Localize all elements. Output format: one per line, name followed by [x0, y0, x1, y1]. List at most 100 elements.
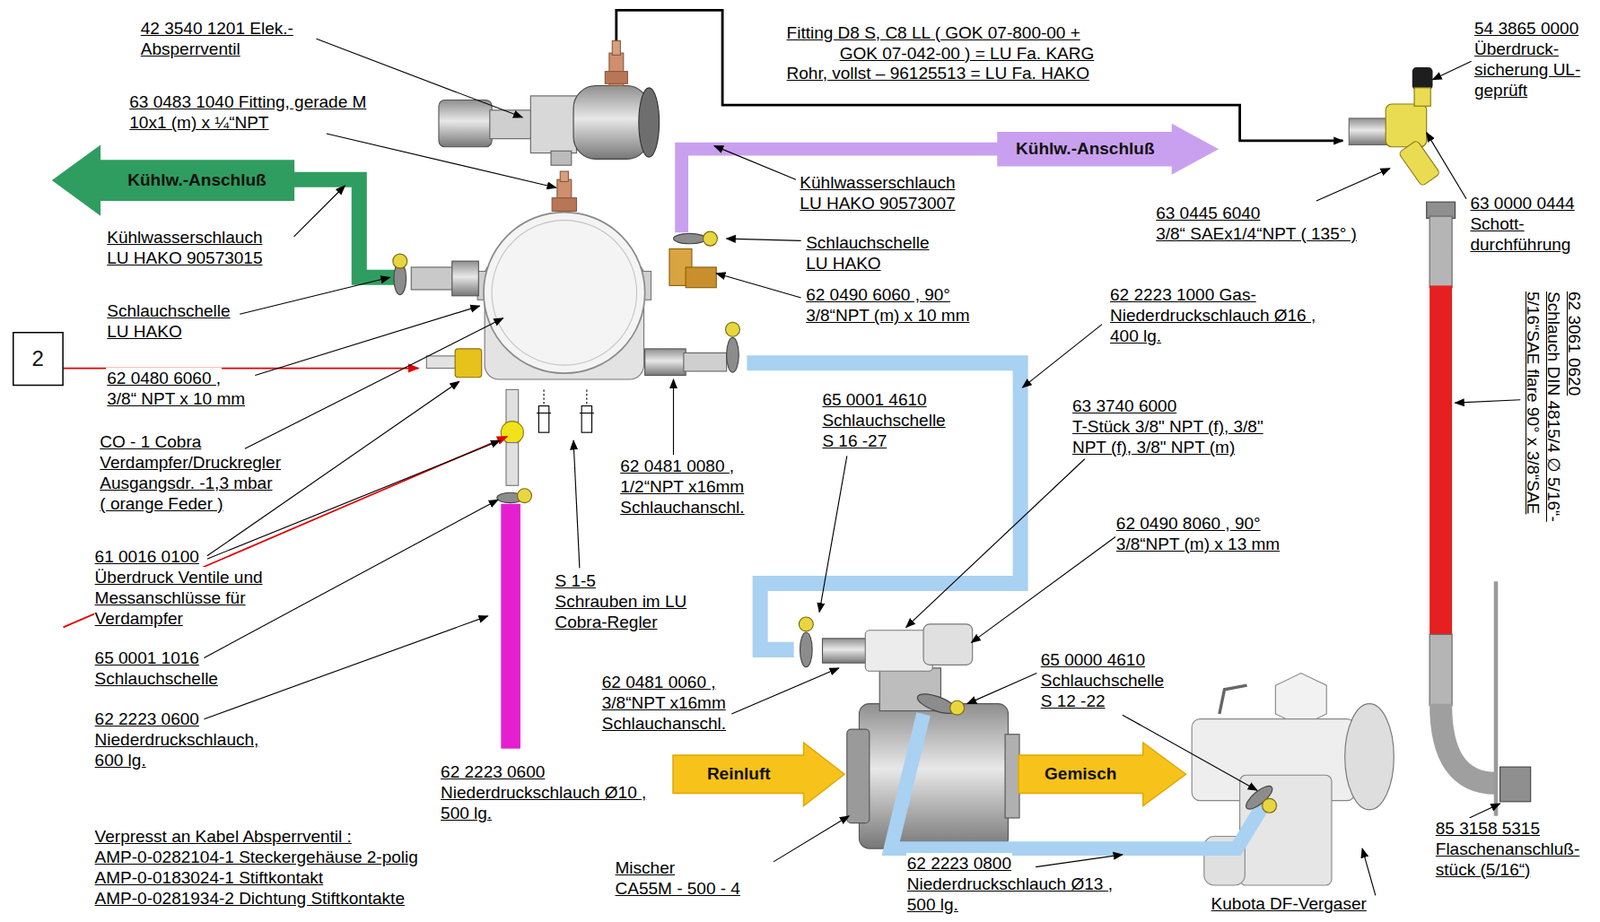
leader-line — [773, 816, 849, 863]
label-line: Kubota DF-Vergaser — [1210, 893, 1368, 915]
gas-hose — [1429, 285, 1452, 638]
node-label: Reinluft — [707, 764, 771, 785]
vaporizer — [517, 489, 533, 504]
label-line: stück (5/16“) — [1434, 859, 1532, 881]
part-label: 65 0001 1016 Schlauchschelle — [94, 647, 219, 690]
hose — [891, 690, 1277, 849]
label-line: 62 0481 0080 , — [619, 455, 735, 477]
shutoff-valve — [438, 41, 660, 167]
gas-hose — [1429, 216, 1452, 289]
label-line: Überdruck- — [1473, 38, 1560, 60]
label-line: 3/8“ NPT x 10 mm — [105, 388, 246, 410]
mixer — [822, 638, 868, 664]
part-label: S 1-5 Schrauben im LU Cobra-Regler — [553, 570, 688, 633]
part-label: 62 2223 0800 Niederdruckschlauch Ø13 , 5… — [906, 853, 1114, 916]
part-label: 62 0481 0060 , 3/8“NPT x16mm Schlauchans… — [601, 672, 727, 735]
leader-line — [239, 277, 390, 315]
relief-valve — [1414, 87, 1431, 106]
leader-line — [1035, 855, 1123, 868]
label-line: LU HAKO — [105, 321, 183, 342]
node-text: Reinluft — [673, 743, 805, 807]
flow-arrow: Reinluft — [673, 743, 845, 807]
hose — [293, 179, 396, 278]
label-line: 3/8“ SAEx1/4“NPT ( 135° ) — [1154, 223, 1358, 245]
part-label: 65 0000 4610 Schlauchschelle S 12 -22 — [1040, 649, 1165, 712]
node-label: Kühlw.-Anschluß — [1015, 139, 1155, 159]
shutoff-valve — [604, 71, 628, 85]
label-line: 62 2223 0800 — [906, 853, 1013, 875]
label-line: 65 0001 1016 — [94, 647, 201, 669]
vaporizer — [543, 389, 545, 406]
label-line: 65 0001 4610 — [821, 389, 927, 411]
coolant-port-arrow: Kühlw.-Anschluß — [52, 146, 294, 215]
part-label: 54 3865 0000 Überdruck- sicherung UL- ge… — [1473, 17, 1582, 101]
flow-arrow: Gemisch — [1018, 743, 1186, 807]
hose — [950, 700, 965, 716]
shutoff-valve — [612, 41, 621, 56]
relief-valve — [1398, 139, 1441, 187]
mixer — [1005, 734, 1020, 819]
label-line: Niederdruckschlauch Ø16 , — [1109, 305, 1317, 326]
hose — [746, 363, 1021, 651]
label-line: Schlauchanschl. — [619, 497, 745, 518]
part-label: Rohr, vollst – 96125513 = LU Fa. HAKO — [786, 62, 1091, 84]
label-line: Schrauben im LU — [553, 591, 688, 613]
label-line: Schlauch DIN 4815/4 ∅ 5/16“- — [1543, 290, 1565, 524]
label-line: Verdampfer/Druckregler — [98, 452, 282, 473]
vaporizer — [491, 220, 637, 366]
carburetor — [1275, 673, 1327, 727]
label-line: LU HAKO 90573015 — [105, 247, 263, 269]
label-line: 3/8“NPT (m) x 10 mm — [804, 305, 971, 326]
label-line: Überdruck Ventile und — [94, 567, 264, 588]
label-line: LU HAKO — [804, 253, 882, 274]
vaporizer — [683, 352, 727, 371]
label-line: Niederdruckschlauch Ø10 , — [439, 782, 647, 804]
part-label: 85 3158 5315 Flaschenanschluß- stück (5/… — [1434, 818, 1582, 881]
part-label: 63 0000 0444 Schott- durchführung — [1468, 192, 1575, 255]
leader-line — [293, 185, 345, 237]
label-line: Schlauchschelle — [94, 668, 219, 690]
part-label: Kühlwasserschlauch LU HAKO 90573015 — [105, 227, 263, 269]
label-line: 62 0490 8060 , 90° — [1115, 513, 1262, 534]
node-label: Gemisch — [1044, 764, 1117, 785]
label-line: 1/2“NPT x16mm — [619, 476, 745, 498]
vaporizer — [585, 389, 587, 406]
vaporizer — [538, 406, 549, 434]
part-label: 65 0001 4610 Schlauchschelle S 16 -27 — [821, 389, 946, 452]
vaporizer — [702, 231, 717, 246]
vaporizer — [506, 389, 519, 422]
label-line: Verdampfer — [94, 608, 184, 630]
label-line: 5/16“SAE flare 90° x 3/8“SAE — [1522, 290, 1544, 516]
hose — [500, 504, 521, 750]
relief-valve — [1348, 67, 1441, 187]
part-label: 62 0490 8060 , 90° 3/8“NPT (m) x 13 mm — [1115, 513, 1281, 555]
shutoff-valve — [550, 150, 572, 166]
vaporizer — [454, 349, 482, 378]
label-line: 54 3865 0000 — [1473, 17, 1580, 39]
leader-line — [1455, 400, 1522, 403]
hose — [891, 714, 1266, 849]
mixer — [865, 630, 933, 672]
vaporizer — [410, 267, 456, 290]
relief-valve — [1385, 104, 1426, 148]
leader-line — [254, 306, 480, 376]
label-line: 62 0480 6060 , — [105, 367, 222, 389]
part-label: 62 0481 0080 , 1/2“NPT x16mm Schlauchans… — [619, 455, 745, 518]
label-line: 3/8“NPT (m) x 13 mm — [1115, 533, 1281, 555]
part-label: 62 2223 0600 Niederdruckschlauch Ø10 , 5… — [439, 761, 647, 824]
label-line: Cobra-Regler — [553, 612, 658, 633]
shutoff-valve — [489, 110, 534, 140]
label-line: 500 lg. — [906, 894, 960, 916]
leader-line — [1362, 848, 1376, 896]
label-line: durchführung — [1468, 234, 1572, 255]
vaporizer — [483, 212, 646, 375]
leader-line — [203, 616, 488, 720]
hose — [293, 148, 1021, 750]
leader-line — [1022, 324, 1102, 389]
label-line: AMP-0-0282104-1 Steckergehäuse 2-polig — [94, 847, 420, 868]
part-label: 62 2223 1000 Gas- Niederdruckschlauch Ø1… — [1109, 284, 1317, 347]
label-line: 62 0490 6060 , 90° — [804, 284, 952, 306]
label-line: 63 0445 6040 — [1154, 202, 1261, 224]
part-label: 62 0480 6060 , 3/8“ NPT x 10 mm — [105, 367, 246, 410]
